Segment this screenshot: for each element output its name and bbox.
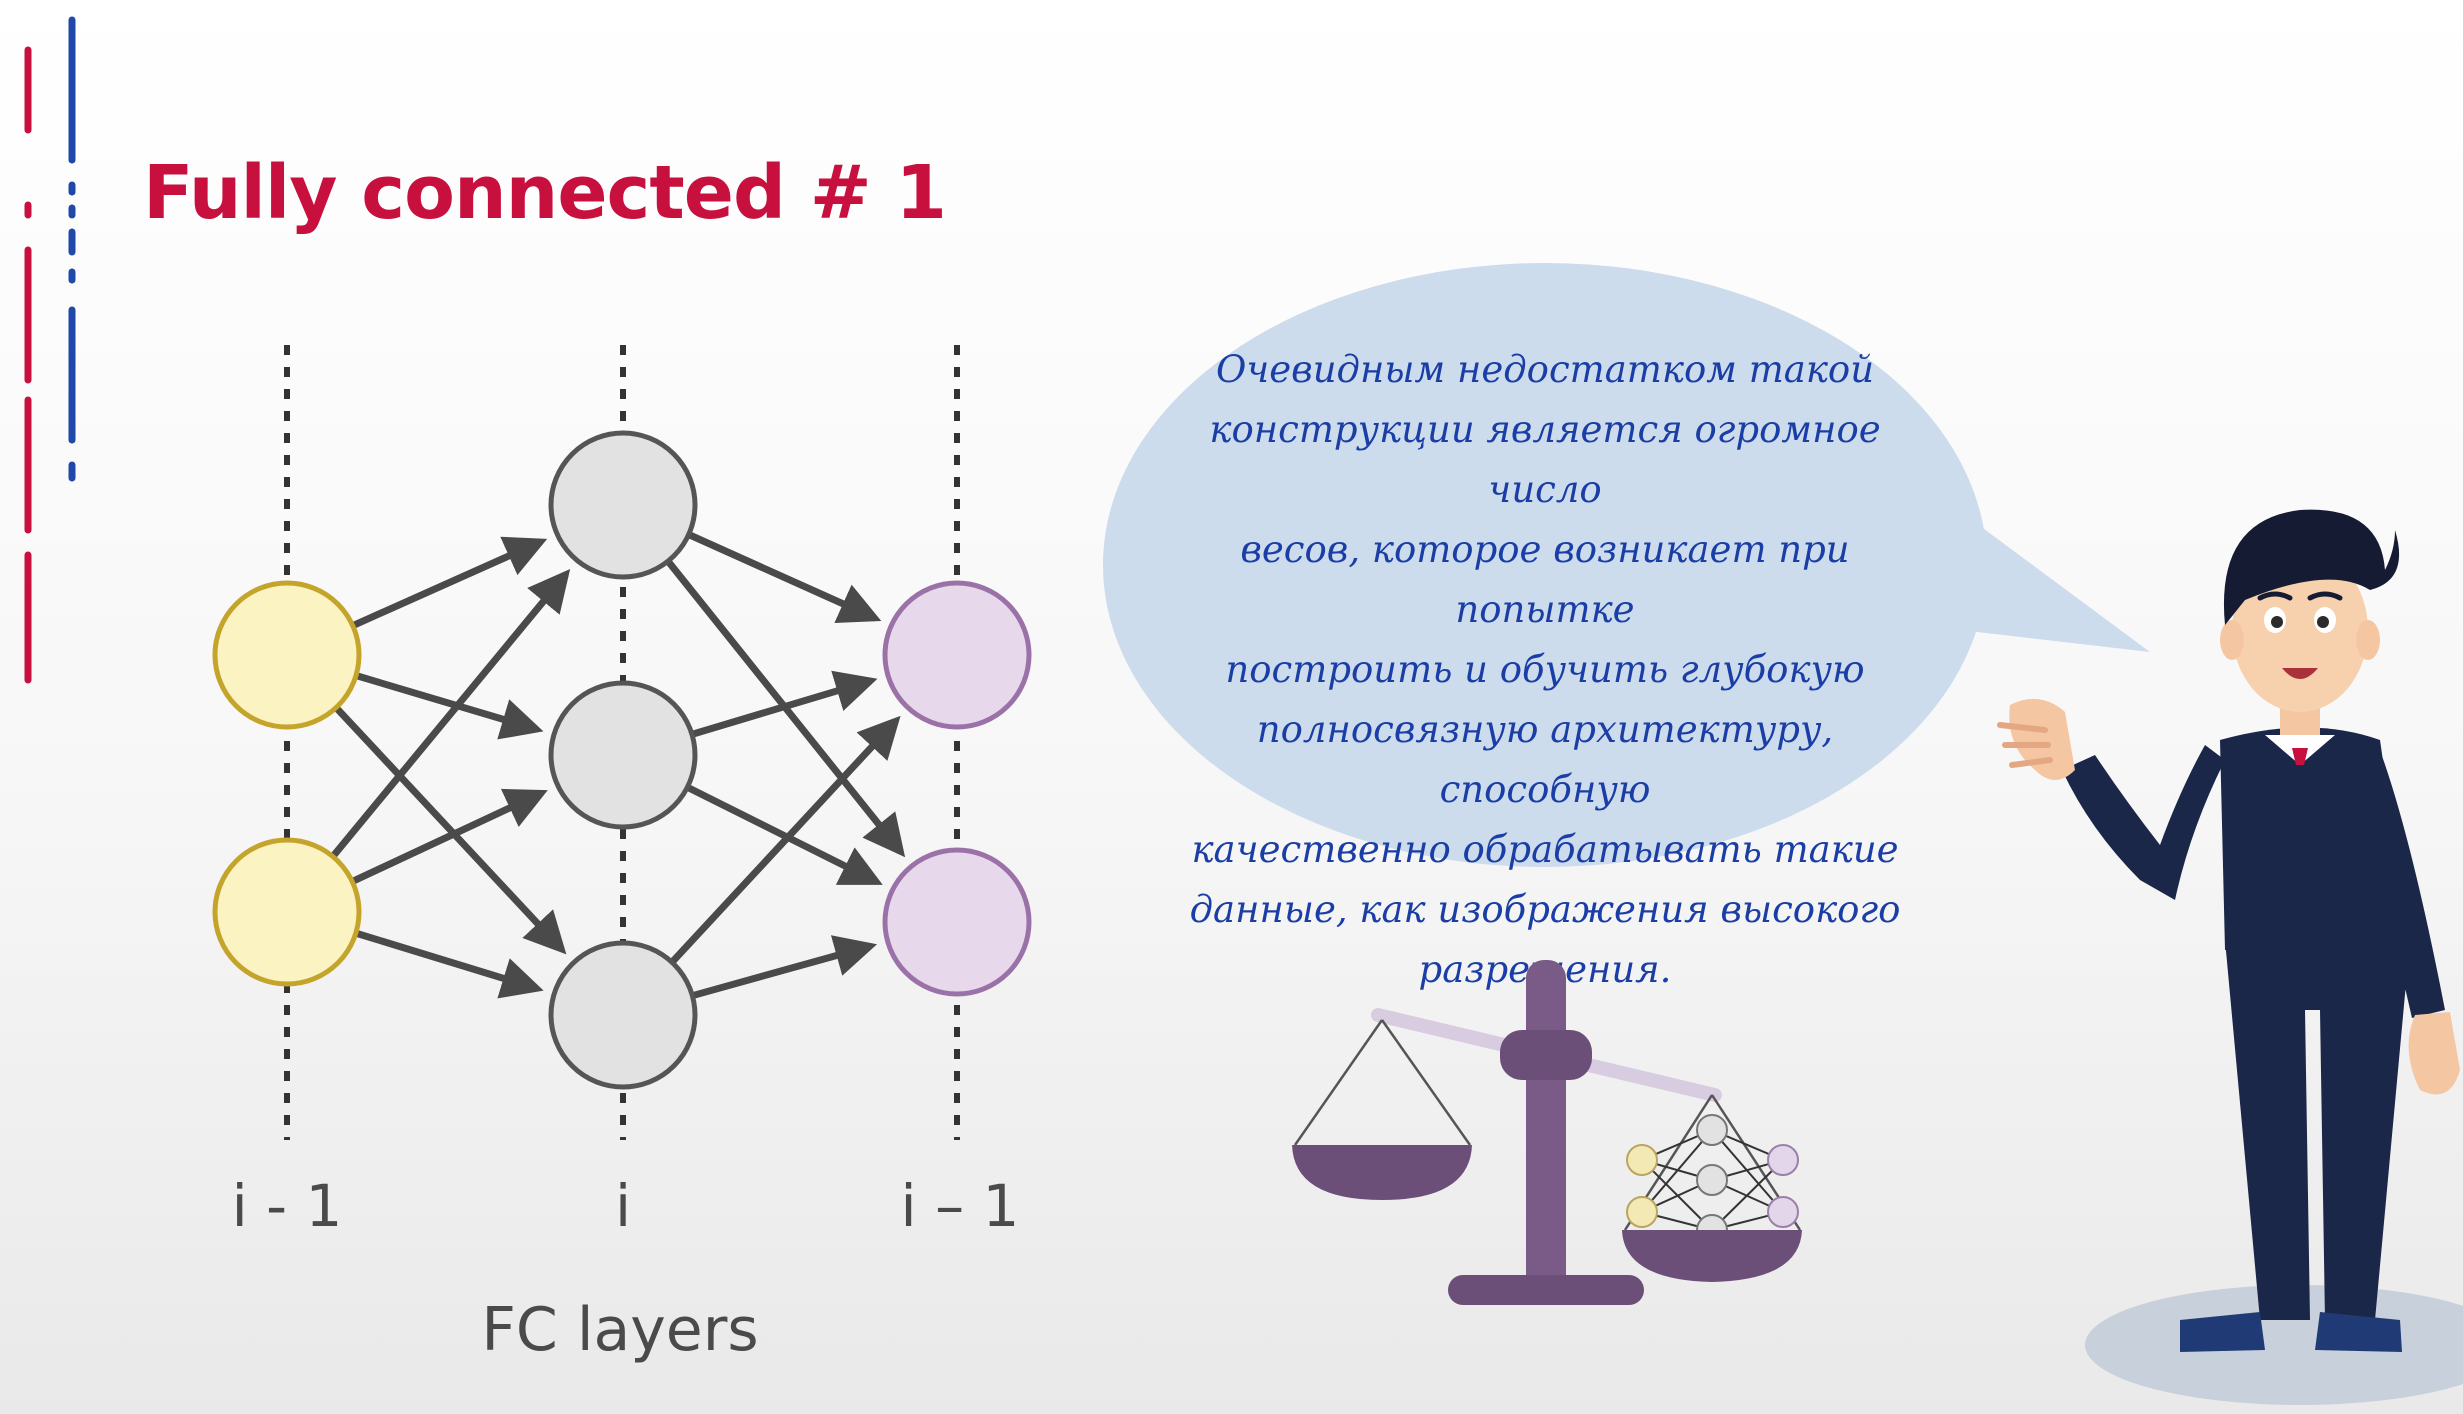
neuron-node [212,837,362,987]
speech-line: Очевидным недостатком такой [1215,348,1875,391]
connection-arrow [330,569,571,859]
speech-line: конструкции является огромное число [1209,408,1881,511]
neuron-node [548,940,698,1090]
speech-line: весов, которое возникает при попытке [1240,528,1850,631]
column-label-next-layer: i – 1 [900,1172,1020,1240]
speech-line: полносвязную архитектуру, способную [1256,708,1834,811]
connection-arrow [350,788,548,885]
connection-arrow [354,929,544,999]
column-label-prev-layer: i - 1 [231,1172,343,1240]
connection-arrow [687,531,882,623]
connection-arrow [669,715,901,965]
connection-arrow [690,670,878,738]
connection-arrow [333,705,567,955]
diagram-caption: FC layers [481,1295,759,1365]
slide-title: Fully connected # 1 [143,150,947,236]
neuron-node [882,847,1032,997]
connection-arrow [685,784,883,885]
connection-arrow [355,672,544,740]
speech-line: построить и обучить глубокую [1225,648,1865,691]
speech-bubble-text: Очевидным недостатком такой конструкции … [1160,340,1930,1000]
neuron-node [548,680,698,830]
connection-arrow [691,935,878,1000]
speech-line: данные, как изображения высокого [1189,888,1901,931]
fc-network-diagram [212,345,1032,1140]
neuron-node [548,430,698,580]
neuron-node [212,580,362,730]
column-label-current-layer: i [614,1172,632,1240]
connection-arrow [351,536,548,629]
speech-line: качественно обрабатывать такие [1191,828,1899,871]
decorative-lines [24,16,76,684]
neuron-node [882,580,1032,730]
